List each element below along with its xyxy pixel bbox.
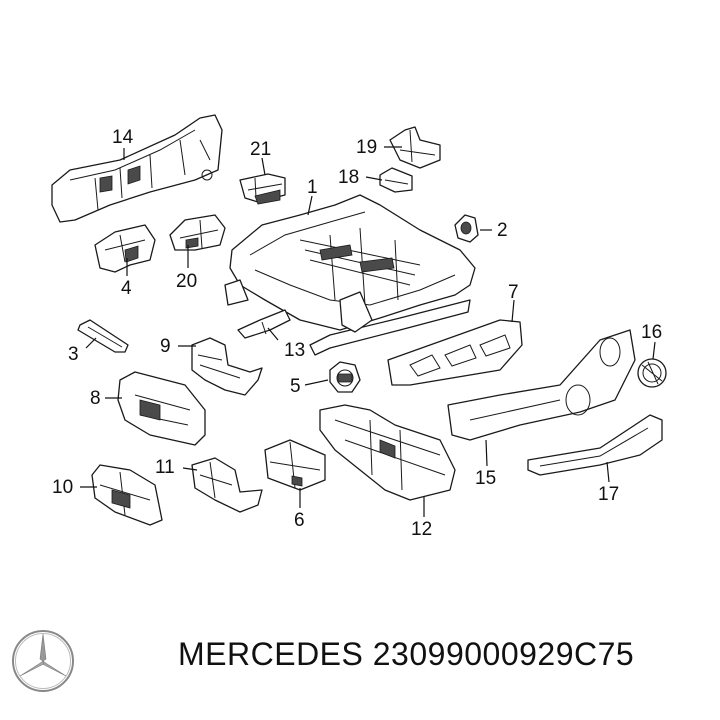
part-13-rail-bracket (237, 309, 291, 339)
part-17-trim-strip (527, 414, 663, 476)
part-7-switch-bezel (387, 319, 523, 386)
callout-18: 18 (338, 167, 359, 188)
part-19-bracket (389, 126, 441, 169)
brand-name: MERCEDES (178, 636, 364, 672)
part-3-rail-trim (77, 319, 129, 353)
callout-12: 12 (411, 519, 432, 540)
part-16-knob (637, 358, 667, 388)
callout-19: 19 (356, 137, 377, 158)
part-12-base-rail (319, 404, 456, 501)
callout-17: 17 (598, 484, 619, 505)
part-8-switch-panel (117, 371, 206, 446)
callout-15: 15 (475, 468, 496, 489)
leader-lines (80, 146, 656, 517)
brand-part-label: MERCEDES 23099000929C75 (178, 636, 634, 673)
part-9-bracket (191, 337, 263, 396)
part-2-grommet (454, 214, 479, 243)
part-18-bracket (379, 167, 413, 193)
part-14-side-cover (51, 114, 223, 223)
part-4-bracket (94, 224, 156, 273)
callout-20: 20 (176, 271, 197, 292)
part-number: 23099000929C75 (372, 636, 635, 672)
mercedes-star-icon (12, 630, 74, 692)
callout-labels: 14 21 19 18 1 2 4 20 3 13 9 5 8 7 16 15 … (52, 127, 662, 540)
part-15-side-shield (447, 329, 636, 441)
callout-8: 8 (90, 388, 101, 409)
part-5-motor (329, 361, 361, 393)
callout-5: 5 (290, 376, 301, 397)
callout-21: 21 (250, 139, 271, 160)
part-11-bracket (191, 457, 263, 513)
callout-1: 1 (307, 177, 318, 198)
callout-3: 3 (68, 344, 79, 365)
part-10-cover (91, 464, 163, 526)
part-20-bracket (169, 214, 226, 251)
callout-16: 16 (641, 322, 662, 343)
callout-13: 13 (284, 340, 305, 361)
callout-9: 9 (160, 336, 171, 357)
callout-6: 6 (294, 510, 305, 531)
part-21-clip (239, 173, 286, 205)
callout-7: 7 (508, 282, 519, 303)
part-6-control-module (264, 439, 326, 491)
callout-14: 14 (112, 127, 134, 148)
callout-2: 2 (497, 220, 508, 241)
part-1-seat-frame (224, 194, 476, 356)
callout-4: 4 (121, 278, 132, 299)
callout-11: 11 (155, 457, 175, 478)
callout-10: 10 (52, 477, 73, 498)
